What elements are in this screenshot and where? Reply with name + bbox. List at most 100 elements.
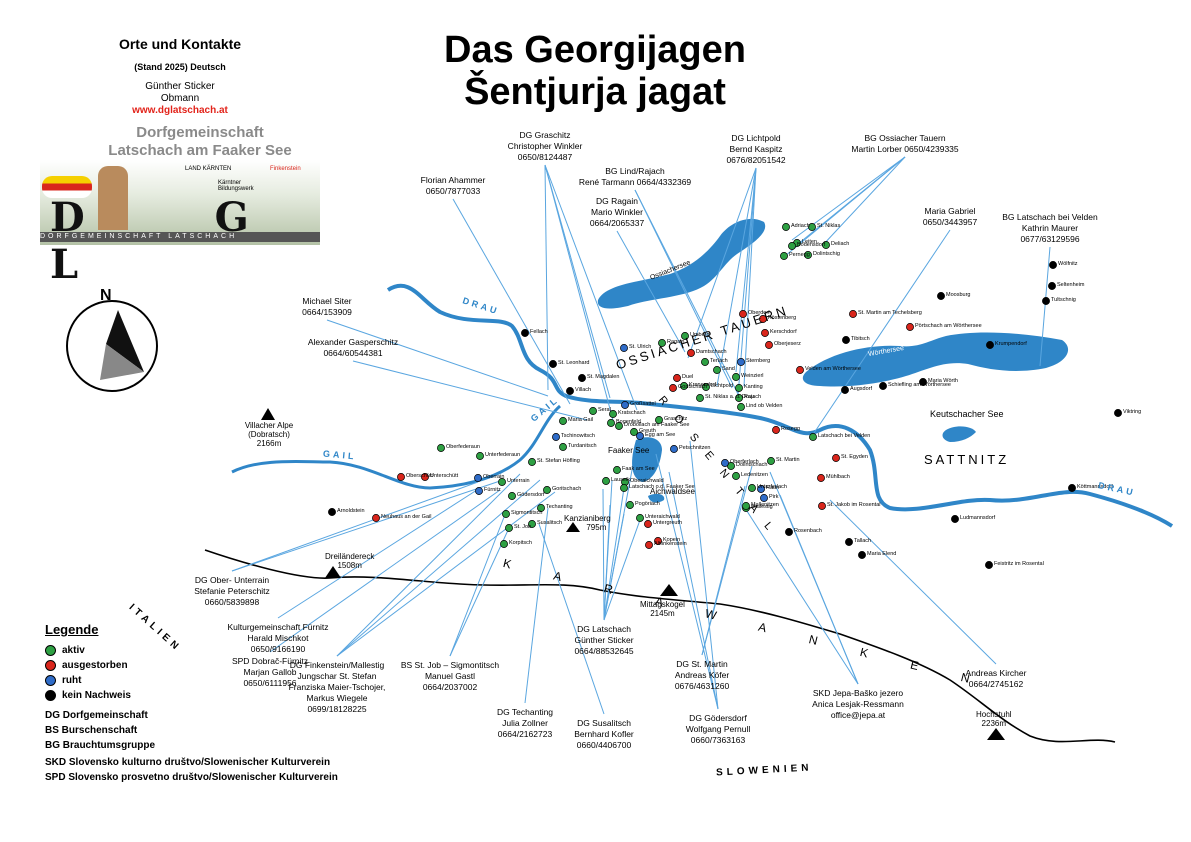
place-dot-active [589, 407, 597, 415]
place-dot-extinct [397, 473, 405, 481]
contact-line: Jungschar St. Stefan [297, 671, 377, 681]
place-dot-active [559, 443, 567, 451]
place-label: St. Stefan Höfling [537, 458, 580, 464]
place-dot-extinct [849, 310, 857, 318]
place-dot-unknown [985, 561, 993, 569]
place-dot-active [543, 486, 551, 494]
place-label: Bogenfeld [616, 419, 641, 425]
contact-line: Martin Lorber 0650/4239335 [851, 144, 959, 154]
legend-item-active: aktiv [45, 645, 85, 656]
connection-line [452, 198, 571, 405]
connection-line [821, 156, 906, 247]
contact-line: Kathrin Maurer [1021, 223, 1079, 233]
contact-line: 0664/2037002 [422, 682, 478, 692]
place-label: Kronendorf [689, 382, 717, 388]
contact-line: Christopher Winkler [507, 141, 583, 151]
place-dot-active [615, 422, 623, 430]
place-label: Fürnitz [484, 487, 501, 493]
place-dot-active [822, 241, 830, 249]
place-dot-unknown [879, 382, 887, 390]
connection-line [655, 453, 719, 710]
contact-line: DG St. Martin [676, 659, 728, 669]
region-sattnitz: SATTNITZ [924, 452, 1010, 467]
connection-line [784, 156, 906, 257]
legend-abbr-skd: SKD Slovensko kulturno društvo/Slowenisc… [45, 757, 331, 768]
place-label: Kopein [663, 537, 681, 543]
place-label: Drobollach am Faaker See [624, 422, 690, 428]
peak-mittagskogel [660, 584, 678, 596]
connection-line [269, 489, 501, 653]
place-label: Latschach bei Velden [818, 433, 871, 439]
place-dot-active [735, 394, 743, 402]
connection-line [538, 523, 605, 715]
connection-line [1039, 246, 1051, 367]
place-label: Maria Gail [568, 417, 594, 423]
place-dot-dormant [721, 459, 729, 467]
lake-label-faaker-see: Faaker See [608, 446, 650, 455]
place-dot-extinct [818, 502, 826, 510]
contact-line: Marjan Gallob [243, 667, 297, 677]
place-label: Kratschach [618, 410, 646, 416]
place-label: Großsattel [630, 401, 656, 407]
place-label: Umberg [690, 332, 710, 338]
contact-line: 0650/8124487 [517, 152, 573, 162]
connection-line [602, 488, 605, 621]
place-label: Oberschütt [406, 473, 433, 479]
place-label: Tibitsch [851, 336, 870, 342]
header-role: Obmann [160, 93, 200, 104]
header-subtitle: (Stand 2025) Deutsch [134, 62, 226, 72]
place-dot-active [681, 332, 689, 340]
place-label: St. Niklas [817, 223, 841, 229]
header-url[interactable]: www.dglatschach.at [132, 105, 228, 116]
contact-line: Anica Lesjak-Ressmann [812, 699, 904, 709]
place-label: Unterfederaun [485, 452, 521, 458]
connection-line [829, 499, 997, 665]
place-label: Oberdorf [748, 310, 770, 316]
contact-line: DG Ragain [595, 196, 639, 206]
contact-line: Andreas Köfer [674, 670, 730, 680]
place-dot-dormant [475, 487, 483, 495]
place-label: Villach [575, 387, 592, 393]
connection-line [336, 473, 521, 657]
lake-aichwaldsee [648, 493, 665, 503]
place-label: Faak am See [622, 466, 655, 472]
place-label: Unteraichwald [645, 514, 680, 520]
place-dot-unknown [986, 341, 994, 349]
place-label: Sternberg [746, 358, 771, 364]
connection-line [603, 513, 625, 621]
contact-line: Michael Siter [302, 296, 352, 306]
place-label: Ragain [667, 339, 685, 345]
place-dot-unknown [919, 378, 927, 386]
place-dot-active [502, 510, 510, 518]
contact-line: Franziska Maier-Tschojer, [288, 682, 386, 692]
connection-lines [231, 156, 1051, 715]
lake-ossiachersee [597, 218, 766, 309]
place-dot-unknown [937, 292, 945, 300]
place-dot-extinct [739, 310, 747, 318]
connection-line [326, 319, 549, 397]
contact-line: Günther Sticker [574, 635, 634, 645]
place-dot-unknown [328, 508, 336, 516]
contact-line: 0660/7363163 [690, 735, 746, 745]
contact-line: Andreas Kircher [965, 668, 1027, 678]
logo-band: DORFGEMEINSCHAFT LATSCHACH [40, 232, 320, 242]
connection-line [336, 479, 541, 657]
place-dot-extinct [817, 474, 825, 482]
place-dot-extinct [669, 384, 677, 392]
place-label: Pirk [769, 494, 779, 500]
contact-line: 0650/9166190 [250, 644, 306, 654]
lake-label-keutschacher-see: Keutschacher See [930, 409, 1004, 419]
place-dot-active [701, 358, 709, 366]
place-dot-extinct [654, 537, 662, 545]
place-label: Unterschütt [430, 473, 459, 479]
contact-line: 0660/4406700 [576, 740, 632, 750]
place-dot-active [602, 477, 610, 485]
place-dot-dormant [757, 485, 765, 493]
header-name: Günther Sticker [145, 81, 215, 92]
peak-label-villacher-alpe: Villacher Alpe (Dobratsch)2166m [244, 421, 294, 448]
contact-line: Manuel Gastl [424, 671, 476, 681]
contact-line: 0650/6111956 [243, 678, 297, 688]
